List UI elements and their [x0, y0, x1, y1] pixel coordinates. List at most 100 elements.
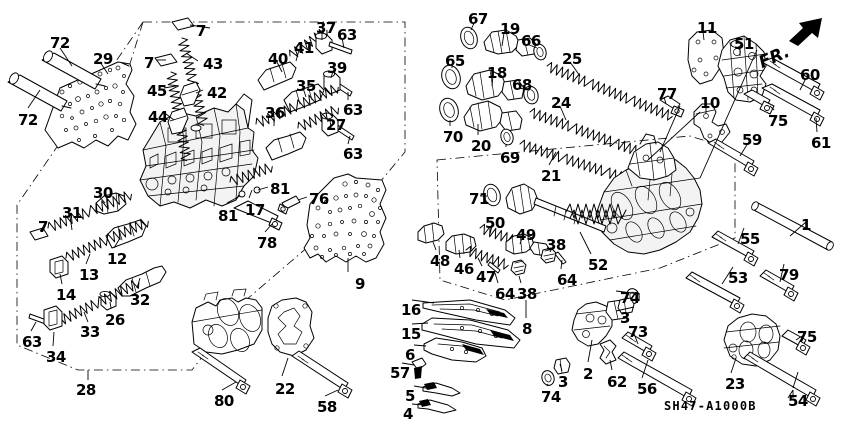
part-74-lower	[541, 370, 555, 386]
part-78-bolt	[233, 200, 283, 231]
part-18-piston	[465, 69, 525, 101]
callout-77: 77	[657, 85, 677, 103]
part-34-retainer	[43, 305, 63, 331]
part-40-valve	[257, 61, 297, 91]
callout-66: 66	[521, 32, 541, 50]
callout-74-lower: 74	[541, 388, 561, 406]
part-1-shaft	[751, 201, 834, 251]
part-52-spring	[565, 203, 627, 225]
part-11-cover	[687, 29, 725, 85]
callout-75-lower: 75	[797, 328, 817, 346]
callout-57: 57	[390, 364, 410, 382]
callout-30: 30	[93, 184, 113, 202]
part-4-clip	[417, 399, 457, 414]
callout-76: 76	[309, 190, 329, 208]
main-valve-body	[139, 93, 259, 209]
callout-43: 43	[203, 55, 223, 73]
callout-74-upper: 74	[620, 289, 640, 307]
callout-17: 17	[245, 201, 265, 219]
part-14-retainer	[49, 255, 69, 279]
callout-15: 15	[401, 325, 421, 343]
part-81-ball-a	[238, 190, 246, 198]
callout-10: 10	[700, 94, 720, 112]
part-16-plate	[422, 299, 516, 326]
part-46-valve	[445, 233, 477, 255]
callout-38-lower: 38	[517, 285, 537, 303]
callout-63-low: 63	[343, 145, 363, 163]
callout-37: 37	[316, 19, 336, 37]
callout-68: 68	[512, 76, 532, 94]
part-64-pin-left	[487, 261, 501, 274]
callout-62: 62	[607, 373, 627, 391]
part-80-bolt	[191, 347, 251, 395]
callout-19: 19	[500, 20, 520, 38]
callout-44: 44	[148, 108, 168, 126]
part-64-pin-right	[554, 251, 567, 265]
callout-20: 20	[471, 137, 491, 155]
part-62-clip	[599, 339, 617, 365]
diagram-code: SH47-A1000B	[664, 399, 757, 413]
callout-35: 35	[296, 77, 316, 95]
callout-60: 60	[800, 66, 820, 84]
part-71-oring	[483, 183, 501, 207]
part-10-bracket	[693, 103, 731, 145]
callout-32: 32	[130, 291, 150, 309]
part-63-pin-top	[328, 41, 353, 55]
callout-5: 5	[405, 387, 415, 405]
part-75-bolt-lower	[781, 329, 811, 356]
part-67-oring	[460, 26, 478, 50]
callout-63-bottomleft: 63	[22, 333, 42, 351]
callout-46: 46	[454, 260, 474, 278]
callout-4: 4	[403, 405, 413, 423]
part-23-housing	[723, 313, 781, 367]
callout-78: 78	[257, 234, 277, 252]
part-65-oring	[441, 64, 461, 90]
callout-79: 79	[779, 266, 799, 284]
part-68-oring	[523, 85, 539, 105]
part-42-valve	[179, 81, 201, 107]
callout-40: 40	[268, 50, 288, 68]
part-58-bolt	[291, 350, 353, 399]
callout-56: 56	[637, 380, 657, 398]
part-72-upper-rod	[41, 50, 106, 90]
part-59-bolt	[707, 138, 759, 177]
callout-38-upper: 38	[546, 236, 566, 254]
callout-48: 48	[430, 252, 450, 270]
callout-9: 9	[355, 275, 365, 293]
solenoid-assembly	[191, 288, 263, 355]
callout-11: 11	[697, 19, 717, 37]
callout-29: 29	[93, 50, 113, 68]
callout-18: 18	[487, 64, 507, 82]
callout-34: 34	[46, 348, 66, 366]
part-70-oring	[439, 97, 459, 123]
part-52-piston-assembly	[505, 183, 627, 233]
part-19-piston	[483, 29, 537, 57]
callout-45: 45	[147, 82, 167, 100]
callout-24: 24	[551, 94, 571, 112]
callout-3-lower: 3	[558, 373, 568, 391]
part-53-bolt	[685, 271, 745, 314]
callout-64-right: 64	[557, 271, 577, 289]
callout-26: 26	[105, 311, 125, 329]
callout-58: 58	[317, 398, 337, 416]
callout-63-top: 63	[337, 26, 357, 44]
callout-25: 25	[562, 50, 582, 68]
callout-53: 53	[728, 269, 748, 287]
callout-28: 28	[76, 381, 96, 399]
callout-27: 27	[326, 116, 346, 134]
callout-54: 54	[788, 392, 808, 410]
callout-73: 73	[628, 323, 648, 341]
callout-1: 1	[801, 216, 811, 234]
part-3-lower	[553, 357, 571, 375]
front-arrow-icon	[789, 18, 822, 46]
part-12-valve	[105, 219, 147, 249]
callout-2: 2	[583, 365, 593, 383]
part-29-separator-plate	[44, 61, 137, 149]
callout-51: 51	[734, 35, 754, 53]
part-32-valve	[117, 265, 167, 297]
part-60-bolt	[761, 57, 825, 101]
callout-59: 59	[742, 131, 762, 149]
callout-14: 14	[56, 286, 76, 304]
part-55-bolt	[711, 230, 759, 267]
